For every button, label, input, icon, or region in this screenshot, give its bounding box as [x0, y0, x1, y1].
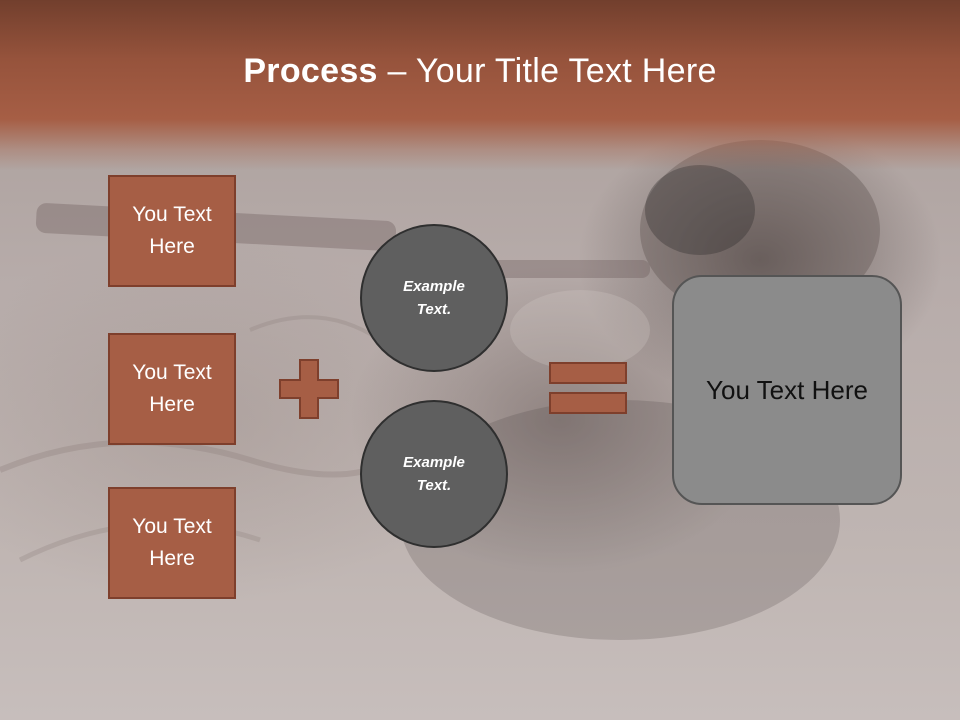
plus-icon: [279, 359, 339, 419]
input-box-3[interactable]: You Text Here: [108, 487, 236, 599]
input-box-2[interactable]: You Text Here: [108, 333, 236, 445]
slide-title: Process – Your Title Text Here: [0, 52, 960, 91]
equals-icon: [549, 362, 627, 414]
circle-label: Example Text.: [403, 454, 465, 494]
title-band: [0, 0, 960, 170]
example-circle-2[interactable]: Example Text.: [360, 400, 508, 548]
title-rest: – Your Title Text Here: [377, 52, 717, 90]
result-box[interactable]: You Text Here: [672, 275, 902, 505]
example-circle-1[interactable]: Example Text.: [360, 224, 508, 372]
title-bold: Process: [243, 52, 378, 90]
input-box-label: You Text Here: [132, 203, 212, 258]
result-label: You Text Here: [706, 374, 868, 405]
circle-label: Example Text.: [403, 278, 465, 318]
input-box-label: You Text Here: [132, 515, 212, 570]
input-box-1[interactable]: You Text Here: [108, 175, 236, 287]
input-box-label: You Text Here: [132, 361, 212, 416]
